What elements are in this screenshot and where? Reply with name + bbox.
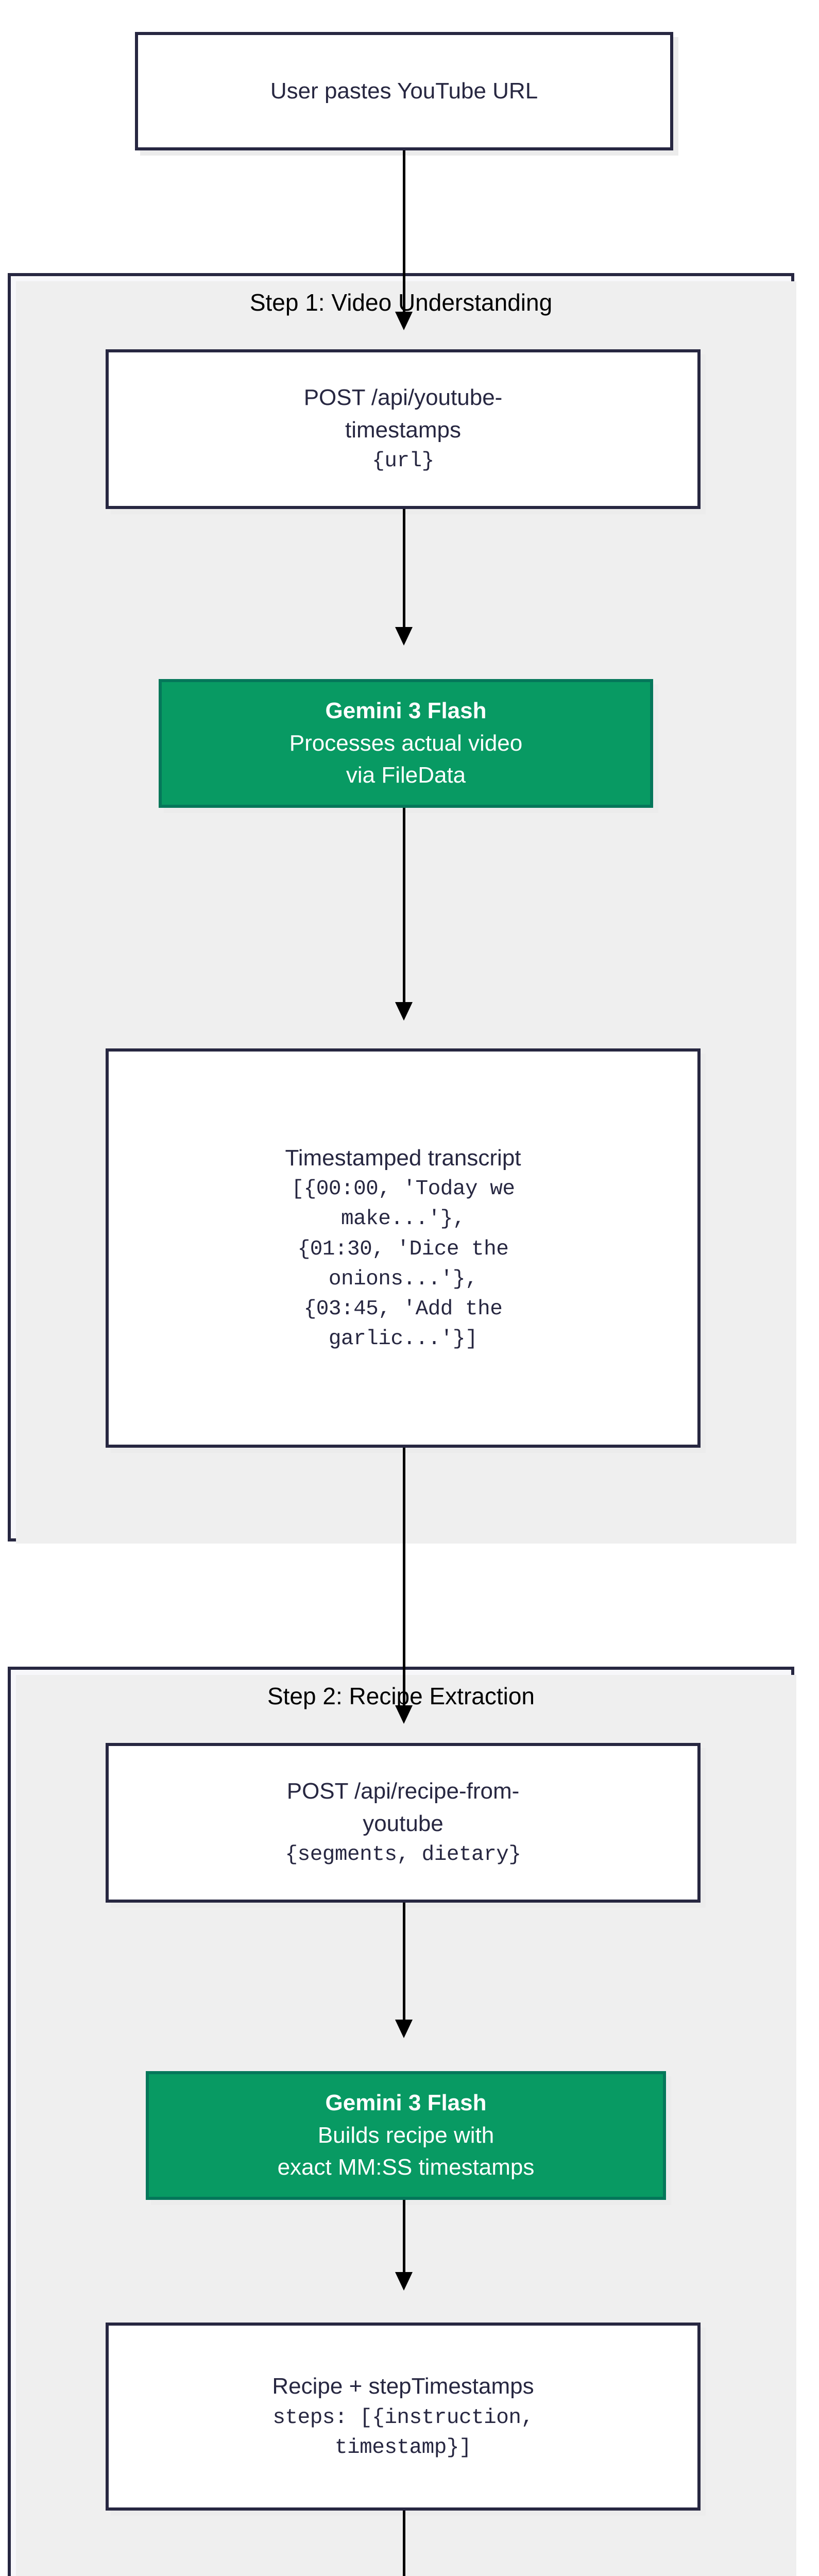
node-text: POST /api/youtube- timestamps {url} — [293, 382, 514, 476]
node-gemini-recipe-builder[interactable]: Gemini 3 Flash Builds recipe with exact … — [146, 2071, 671, 2205]
edge-gemini1-to-transcript — [403, 808, 405, 1009]
node-timestamped-transcript[interactable]: Timestamped transcript [{00:00, 'Today w… — [106, 1048, 706, 1453]
edge-gemini2-to-recipe-output — [403, 2200, 405, 2282]
node-line: Processes actual video — [289, 730, 523, 756]
node-line: POST /api/recipe-from- — [286, 1778, 520, 1804]
node-heading: Recipe + stepTimestamps — [272, 2374, 534, 2399]
node-line: onions...'}, — [328, 1267, 478, 1291]
node-api-youtube-timestamps[interactable]: POST /api/youtube- timestamps {url} — [106, 349, 706, 514]
cluster-step-2-label: Step 2: Recipe Extraction — [267, 1683, 535, 1709]
edge-arrowhead — [395, 627, 413, 646]
node-gemini-video-understanding[interactable]: Gemini 3 Flash Processes actual video vi… — [159, 679, 658, 813]
node-user-pastes-url[interactable]: User pastes YouTube URL — [135, 32, 678, 156]
node-text: User pastes YouTube URL — [259, 75, 549, 107]
node-line: steps: [{instruction, — [272, 2405, 534, 2430]
edge-arrowhead — [395, 2020, 413, 2038]
edge-arrowhead — [395, 1002, 413, 1021]
node-line: {01:30, 'Dice the — [297, 1237, 509, 1261]
node-line: {segments, dietary} — [285, 1843, 521, 1867]
node-line: timestamps — [345, 417, 461, 443]
edge-api1-to-gemini1 — [403, 509, 405, 638]
edge-recipe-output-to-firestore — [403, 2511, 405, 2576]
node-body — [159, 679, 653, 808]
edge-arrowhead — [395, 1705, 413, 1724]
edge-arrowhead — [395, 312, 413, 330]
node-heading: Timestamped transcript — [285, 1145, 521, 1171]
node-title: Gemini 3 Flash — [325, 2090, 487, 2116]
node-body — [106, 1048, 701, 1448]
node-line: {url} — [372, 449, 434, 473]
node-line: garlic...'}] — [328, 1327, 478, 1351]
node-line: User pastes YouTube URL — [270, 78, 538, 104]
node-text: Gemini 3 Flash Builds recipe with exact … — [266, 2087, 546, 2183]
node-line: youtube — [363, 1810, 443, 1836]
node-text: POST /api/recipe-from- youtube {segments… — [274, 1775, 533, 1870]
edge-arrowhead — [395, 2272, 413, 2291]
node-line: timestamp}] — [334, 2435, 472, 2460]
node-text: Gemini 3 Flash Processes actual video vi… — [278, 695, 534, 791]
edge-transcript-to-api2 — [403, 1448, 405, 1713]
node-line: Builds recipe with — [317, 2122, 494, 2148]
node-line: {03:45, 'Add the — [303, 1297, 503, 1321]
node-line: make...'}, — [340, 1207, 466, 1231]
node-line: exact MM:SS timestamps — [277, 2155, 535, 2180]
node-line: via FileData — [346, 762, 466, 788]
edge-api2-to-gemini2 — [403, 1903, 405, 2031]
node-text: Timestamped transcript [{00:00, 'Today w… — [274, 1142, 532, 1354]
node-body — [106, 349, 701, 509]
edge-start-to-api1 — [403, 150, 405, 318]
node-body — [106, 1743, 701, 1903]
node-body — [106, 2323, 701, 2511]
node-recipe-step-timestamps[interactable]: Recipe + stepTimestamps steps: [{instruc… — [106, 2323, 706, 2516]
node-body — [135, 32, 673, 150]
node-text: Recipe + stepTimestamps steps: [{instruc… — [261, 2370, 545, 2463]
node-api-recipe-from-youtube[interactable]: POST /api/recipe-from- youtube {segments… — [106, 1743, 706, 1908]
node-title: Gemini 3 Flash — [325, 698, 487, 724]
node-line: POST /api/youtube- — [303, 385, 503, 411]
node-line: [{00:00, 'Today we — [291, 1177, 515, 1201]
cluster-step-1-label: Step 1: Video Understanding — [249, 289, 553, 316]
node-body — [146, 2071, 666, 2200]
